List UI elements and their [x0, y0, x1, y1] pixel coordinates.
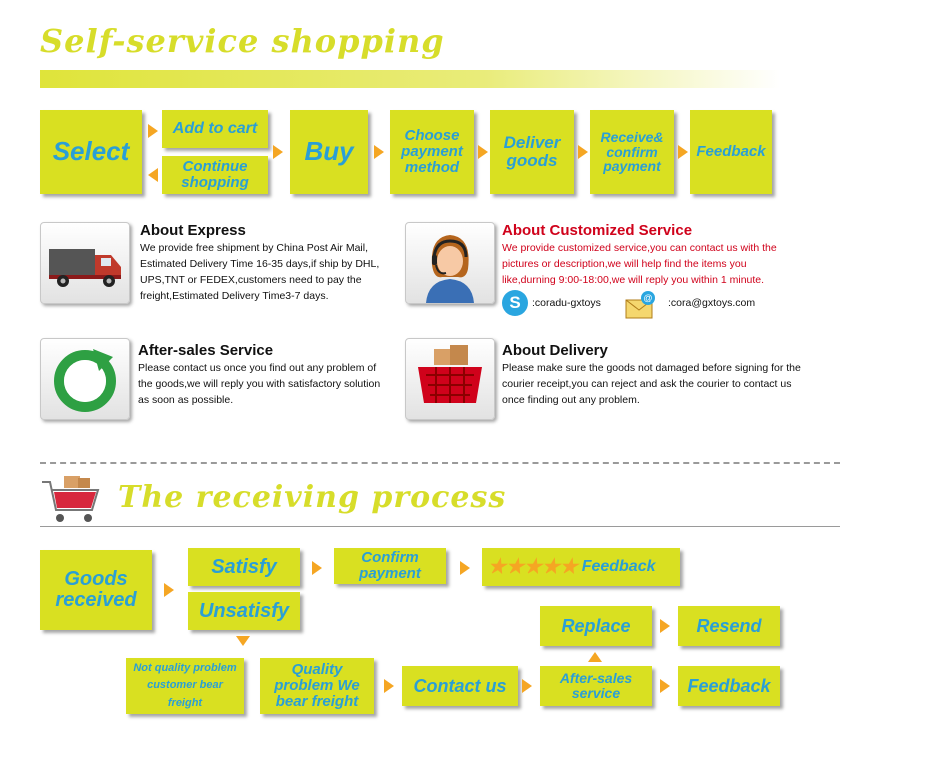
flow-replace: Replace	[540, 606, 652, 646]
arrow-icon	[312, 561, 322, 575]
flow-quality: Quality problem We bear freight	[260, 658, 374, 714]
flow-select: Select	[40, 110, 142, 194]
aftersales-text: Please contact us once you find out any …	[138, 362, 381, 406]
arrow-icon	[578, 145, 588, 159]
star-icon: ★	[505, 555, 524, 578]
arrow-icon	[384, 679, 394, 693]
skype-icon: S	[502, 290, 528, 316]
arrow-icon	[460, 561, 470, 575]
flow-add-to-cart: Add to cart	[162, 110, 268, 148]
basket-icon	[405, 338, 495, 420]
arrow-icon	[164, 583, 174, 597]
title-receiving-process: The receiving process	[118, 480, 507, 515]
email-icon: @	[624, 290, 658, 320]
title2-underline	[40, 526, 840, 527]
truck-icon	[40, 222, 130, 304]
arrow-icon	[660, 619, 670, 633]
delivery-title: About Delivery	[502, 342, 608, 359]
star-icon: ★	[541, 555, 560, 578]
flow-receive-confirm: Receive& confirm payment	[590, 110, 674, 194]
delivery-text: Please make sure the goods not damaged b…	[502, 362, 801, 406]
flow-confirm-payment: Confirm payment	[334, 548, 446, 584]
flow-resend: Resend	[678, 606, 780, 646]
aftersales-title: After-sales Service	[138, 342, 274, 359]
customized-text: We provide customized service,you can co…	[502, 242, 777, 286]
svg-text:@: @	[643, 293, 652, 303]
express-text: We provide free shipment by China Post A…	[140, 242, 380, 302]
cart-icon	[40, 474, 102, 526]
flow-choose-payment: Choose payment method	[390, 110, 474, 194]
arrow-icon	[678, 145, 688, 159]
flow-feedback-bottom: Feedback	[678, 666, 780, 706]
star-icon: ★	[523, 555, 542, 578]
express-title: About Express	[140, 222, 246, 239]
skype-id: :coradu-gxtoys	[532, 297, 601, 309]
title-underline-bar	[40, 70, 780, 88]
customer-service-icon	[405, 222, 495, 304]
star-icon: ★	[488, 555, 506, 578]
flow-contact-us: Contact us	[402, 666, 518, 706]
flow-unsatisfy: Unsatisfy	[188, 592, 300, 630]
arrow-icon	[588, 652, 602, 662]
arrow-icon	[660, 679, 670, 693]
flow-goods-received: Goods received	[40, 550, 152, 630]
flow-deliver-goods: Deliver goods	[490, 110, 574, 194]
flow-satisfy: Satisfy	[188, 548, 300, 586]
arrow-icon	[522, 679, 532, 693]
flow-after-sales: After-sales service	[540, 666, 652, 706]
flow-feedback-stars: ★ ★ ★ ★ ★ Feedback	[482, 548, 680, 586]
flow-not-quality: Not quality problem customer bear freigh…	[126, 658, 244, 714]
star-icon: ★	[559, 555, 578, 578]
feedback-label: Feedback	[581, 557, 656, 575]
email-address: :cora@gxtoys.com	[668, 297, 756, 309]
arrow-icon	[148, 124, 158, 138]
flow-continue-shopping: Continue shopping	[162, 156, 268, 194]
arrow-icon	[374, 145, 384, 159]
customized-title: About Customized Service	[502, 222, 693, 239]
flow-buy: Buy	[290, 110, 368, 194]
title-self-service: Self-service shopping	[40, 22, 445, 60]
arrow-icon	[148, 168, 158, 182]
arrow-icon	[236, 636, 250, 646]
flow-feedback: Feedback	[690, 110, 772, 194]
arrow-icon	[478, 145, 488, 159]
refresh-icon	[40, 338, 130, 420]
arrow-icon	[273, 145, 283, 159]
dashed-divider	[40, 462, 840, 464]
